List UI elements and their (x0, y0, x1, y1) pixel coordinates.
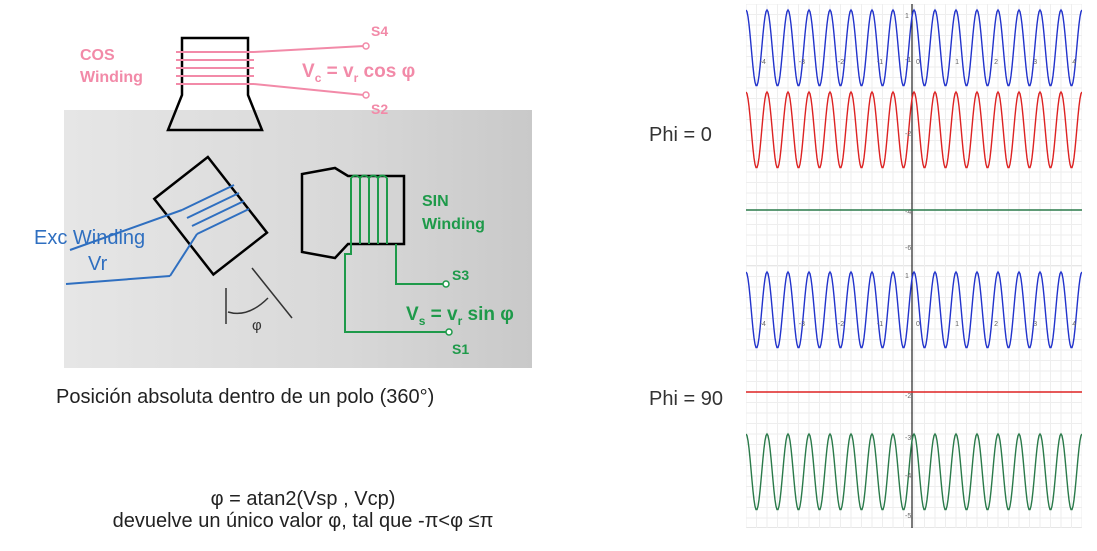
y-tick-label: -3 (905, 435, 911, 442)
diagram-background (64, 110, 532, 368)
exc-winding-coil (65, 155, 269, 285)
plot-phi-0-grid (746, 4, 1082, 266)
x-tick-label: 4 (1072, 59, 1076, 66)
y-tick-label: 1 (905, 273, 909, 280)
x-tick-label: 2 (994, 321, 998, 328)
s4-terminal: S4 (371, 23, 388, 39)
x-tick-label: -2 (838, 321, 844, 328)
formula-line-1: φ = atan2(Vsp , Vcp) (210, 488, 396, 510)
plot-phi-0-waves (746, 8, 1082, 211)
y-tick-label: -4 (905, 209, 911, 216)
s2-terminal: S2 (371, 101, 388, 117)
x-tick-label: 0 (916, 321, 920, 328)
position-caption: Posición absoluta dentro de un polo (360… (56, 386, 435, 408)
s1-terminal: S1 (452, 341, 469, 357)
y-tick-label: -1 (905, 57, 911, 64)
plot-phi-90-ticks: -4 -3 -2 -1 0 1 2 3 4 1 -2 -3 -4 -5 (760, 273, 1077, 520)
y-tick-label: -5 (905, 513, 911, 520)
x-tick-label: 1 (955, 59, 959, 66)
x-tick-label: 4 (1072, 321, 1076, 328)
phi-angle-marker (225, 267, 293, 324)
y-tick-label: -2 (905, 393, 911, 400)
cos-winding-coil (166, 36, 370, 132)
sin-label-2: Winding (422, 216, 485, 233)
plot-phi-0-ticks: -4 -3 -2 -1 0 1 2 3 4 1 -1 -2 -4 -6 (760, 13, 1077, 252)
wave-series-2 (746, 90, 1082, 169)
plot-phi-90: -4 -3 -2 -1 0 1 2 3 4 1 -2 -3 -4 -5 (746, 266, 1082, 528)
x-tick-label: -1 (877, 59, 883, 66)
y-tick-label: -6 (905, 245, 911, 252)
x-tick-label: -3 (799, 59, 805, 66)
sin-winding-coil (300, 166, 453, 336)
cos-label-1: COS (80, 47, 115, 64)
y-tick-label: 1 (905, 13, 909, 20)
atan2-formula: φ = atan2(Vsp , Vcp) devuelve un único v… (58, 488, 548, 532)
phi-symbol: φ (252, 317, 262, 334)
formula-line-2: devuelve un único valor φ, tal que -π<φ … (112, 510, 494, 532)
plot-phi-90-grid (746, 266, 1082, 528)
plot-phi-0: -4 -3 -2 -1 0 1 2 3 4 1 -1 -2 -4 -6 (746, 4, 1082, 266)
x-tick-label: 1 (955, 321, 959, 328)
wave-series-3 (746, 432, 1082, 511)
wave-series-1 (746, 270, 1082, 349)
wave-series-1 (746, 8, 1082, 87)
phi-0-label: Phi = 0 (649, 124, 712, 146)
y-tick-label: -4 (905, 473, 911, 480)
x-tick-label: -4 (760, 321, 766, 328)
x-tick-label: -3 (799, 321, 805, 328)
x-tick-label: -1 (877, 321, 883, 328)
plot-phi-90-waves (746, 270, 1082, 511)
vc-equation: Vc = vr cos φ (302, 61, 415, 85)
y-tick-label: -2 (905, 131, 911, 138)
x-tick-label: -4 (760, 59, 766, 66)
vs-equation: Vs = vr sin φ (406, 304, 514, 328)
x-tick-label: 0 (916, 59, 920, 66)
cos-label-2: Winding (80, 69, 143, 86)
vr-label: Vr (88, 253, 108, 275)
resolver-diagram: COS Winding S4 S2 Vc = vr cos φ SIN Wind… (34, 23, 532, 368)
exc-winding-label: Exc Winding (34, 227, 145, 249)
x-tick-label: 3 (1033, 59, 1037, 66)
x-tick-label: 3 (1033, 321, 1037, 328)
x-tick-label: -2 (838, 59, 844, 66)
phi-90-label: Phi = 90 (649, 388, 723, 410)
s3-terminal: S3 (452, 267, 469, 283)
x-tick-label: 2 (994, 59, 998, 66)
sin-label-1: SIN (422, 193, 449, 210)
